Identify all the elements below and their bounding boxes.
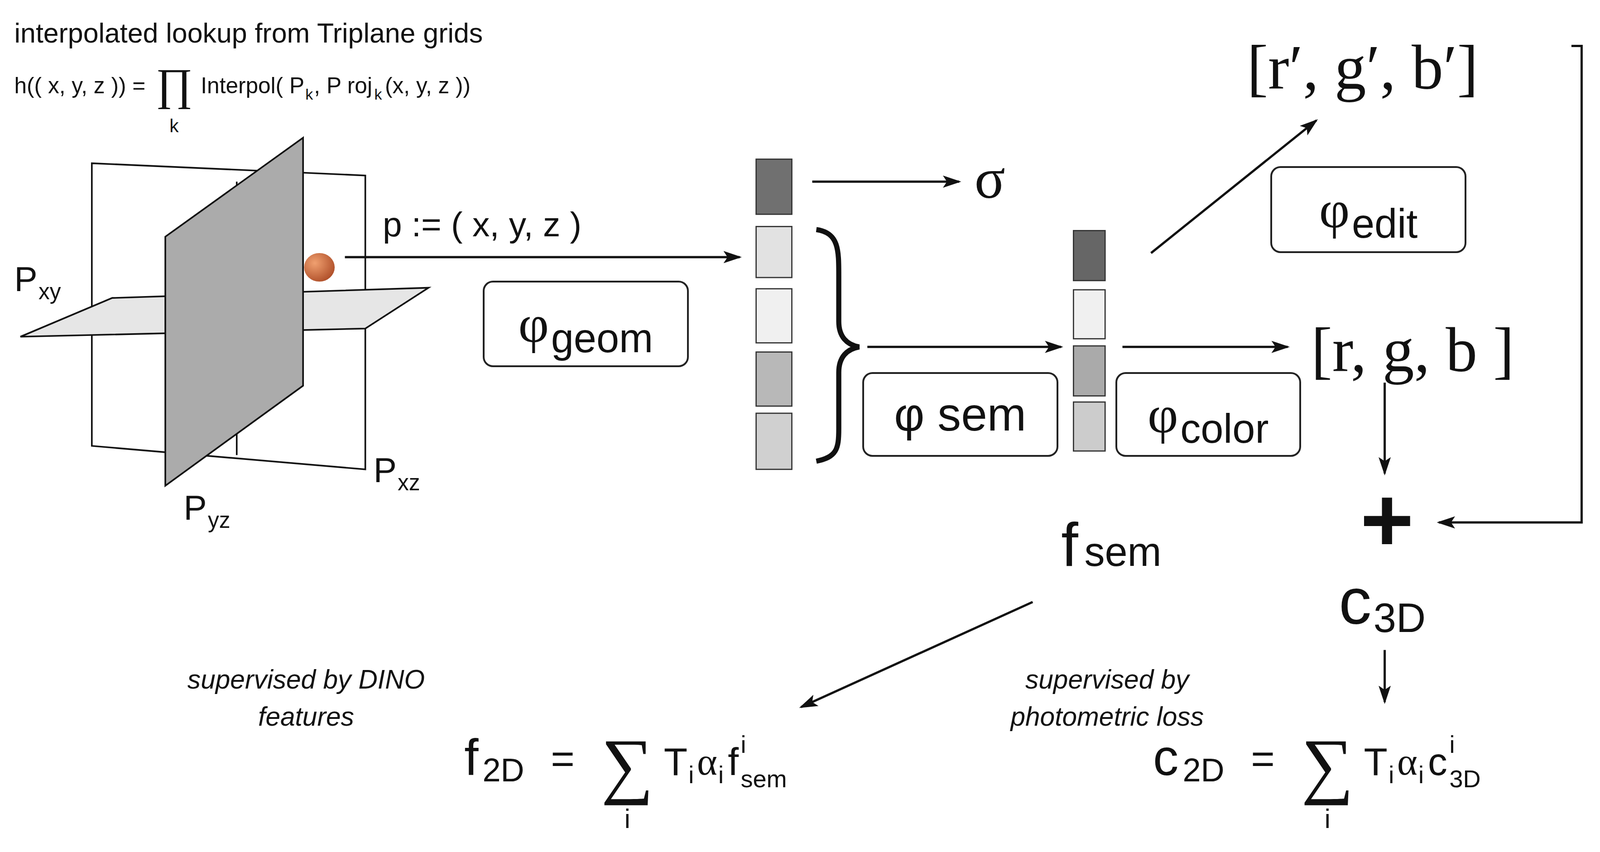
formula-symbol: f xyxy=(464,732,479,784)
feature-cell xyxy=(756,226,793,278)
formula-text: h(( x, y, z )) = xyxy=(14,74,146,98)
color-output: [r, g, b ] xyxy=(1311,318,1514,383)
sample-point xyxy=(303,253,335,282)
feature-cell xyxy=(1073,289,1106,339)
equals-sign: = xyxy=(1250,738,1275,780)
heading: interpolated lookup from Triplane grids xyxy=(14,19,484,48)
function-symbol: φ xyxy=(1319,182,1351,236)
feature-cell xyxy=(756,159,793,215)
subscript: k xyxy=(169,116,179,136)
density-symbol: σ xyxy=(974,150,1006,208)
sum-symbol: ∑ xyxy=(600,728,654,802)
feature-cell xyxy=(1073,402,1106,452)
function-subscript: color xyxy=(1180,408,1269,450)
function-subscript: edit xyxy=(1351,203,1418,245)
superscript: i xyxy=(740,732,746,757)
subscript: xy xyxy=(38,280,62,304)
product-symbol: ∏ xyxy=(155,62,193,107)
subscript: i xyxy=(718,762,724,788)
subscript: i xyxy=(1324,806,1331,833)
formula-symbol: α xyxy=(696,742,718,782)
network-box: φcolor xyxy=(1115,372,1302,457)
brace xyxy=(816,229,860,462)
sum-symbol: ∑ xyxy=(1301,728,1354,802)
function-subscript: geom xyxy=(551,317,654,359)
superscript: i xyxy=(1449,732,1455,757)
function-symbol: φ xyxy=(1147,388,1179,442)
arrow xyxy=(801,602,1033,708)
subscript: i xyxy=(688,762,694,788)
function-symbol: φ xyxy=(518,297,550,351)
equals-sign: = xyxy=(550,738,575,780)
arrow xyxy=(1122,345,1288,349)
arrow xyxy=(1383,382,1386,474)
subscript: sem xyxy=(740,766,787,792)
subscript: 2D xyxy=(1182,754,1225,787)
edited-color: [r′, g′, b′] xyxy=(1246,36,1479,100)
plane-label: P xyxy=(183,490,207,526)
feature-cell xyxy=(1073,230,1106,281)
subscript: 3D xyxy=(1449,766,1481,792)
formula-text: , P roj xyxy=(313,74,373,98)
network-box: φedit xyxy=(1270,166,1467,254)
point-label: p := ( x, y, z ) xyxy=(382,207,582,243)
feature-symbol: f xyxy=(1061,514,1079,576)
arrow xyxy=(812,180,960,183)
subscript: i xyxy=(1388,762,1394,788)
formula-symbol: T xyxy=(663,742,688,782)
plus-symbol: + xyxy=(1360,474,1414,567)
arrow xyxy=(867,345,1062,349)
subscript: 2D xyxy=(482,754,525,787)
note: supervised by photometric loss xyxy=(964,661,1250,736)
formula-symbol: c xyxy=(1427,742,1448,782)
function-symbol: φ sem xyxy=(893,391,1027,439)
network-box: φ sem xyxy=(862,372,1059,457)
subscript: xz xyxy=(397,471,421,495)
formula-symbol: T xyxy=(1364,742,1388,782)
note: supervised by DINO features xyxy=(178,661,434,736)
feature-cell xyxy=(756,352,793,407)
subscript: i xyxy=(624,806,631,833)
plane-label: P xyxy=(373,453,397,489)
arrow xyxy=(345,256,740,259)
formula-symbol: α xyxy=(1397,742,1418,782)
feature-cell xyxy=(1073,345,1106,396)
subscript: 3D xyxy=(1373,597,1426,639)
subscript: k xyxy=(305,86,313,103)
arrow xyxy=(1438,45,1582,523)
formula-text: (x, y, z )) xyxy=(384,74,471,98)
formula-symbol: c xyxy=(1153,732,1179,784)
formula-symbol: f xyxy=(727,742,739,782)
color-symbol: c xyxy=(1338,568,1372,635)
feature-cell xyxy=(756,288,793,343)
subscript: sem xyxy=(1084,531,1162,573)
subscript: i xyxy=(1418,762,1424,788)
subscript: k xyxy=(374,86,382,103)
plane-yz xyxy=(165,137,303,486)
network-box: φgeom xyxy=(482,280,689,368)
subscript: yz xyxy=(207,509,231,533)
plane-label: P xyxy=(14,262,38,298)
feature-cell xyxy=(756,413,793,470)
formula-text: Interpol( P xyxy=(200,74,305,98)
arrow xyxy=(1383,650,1386,703)
